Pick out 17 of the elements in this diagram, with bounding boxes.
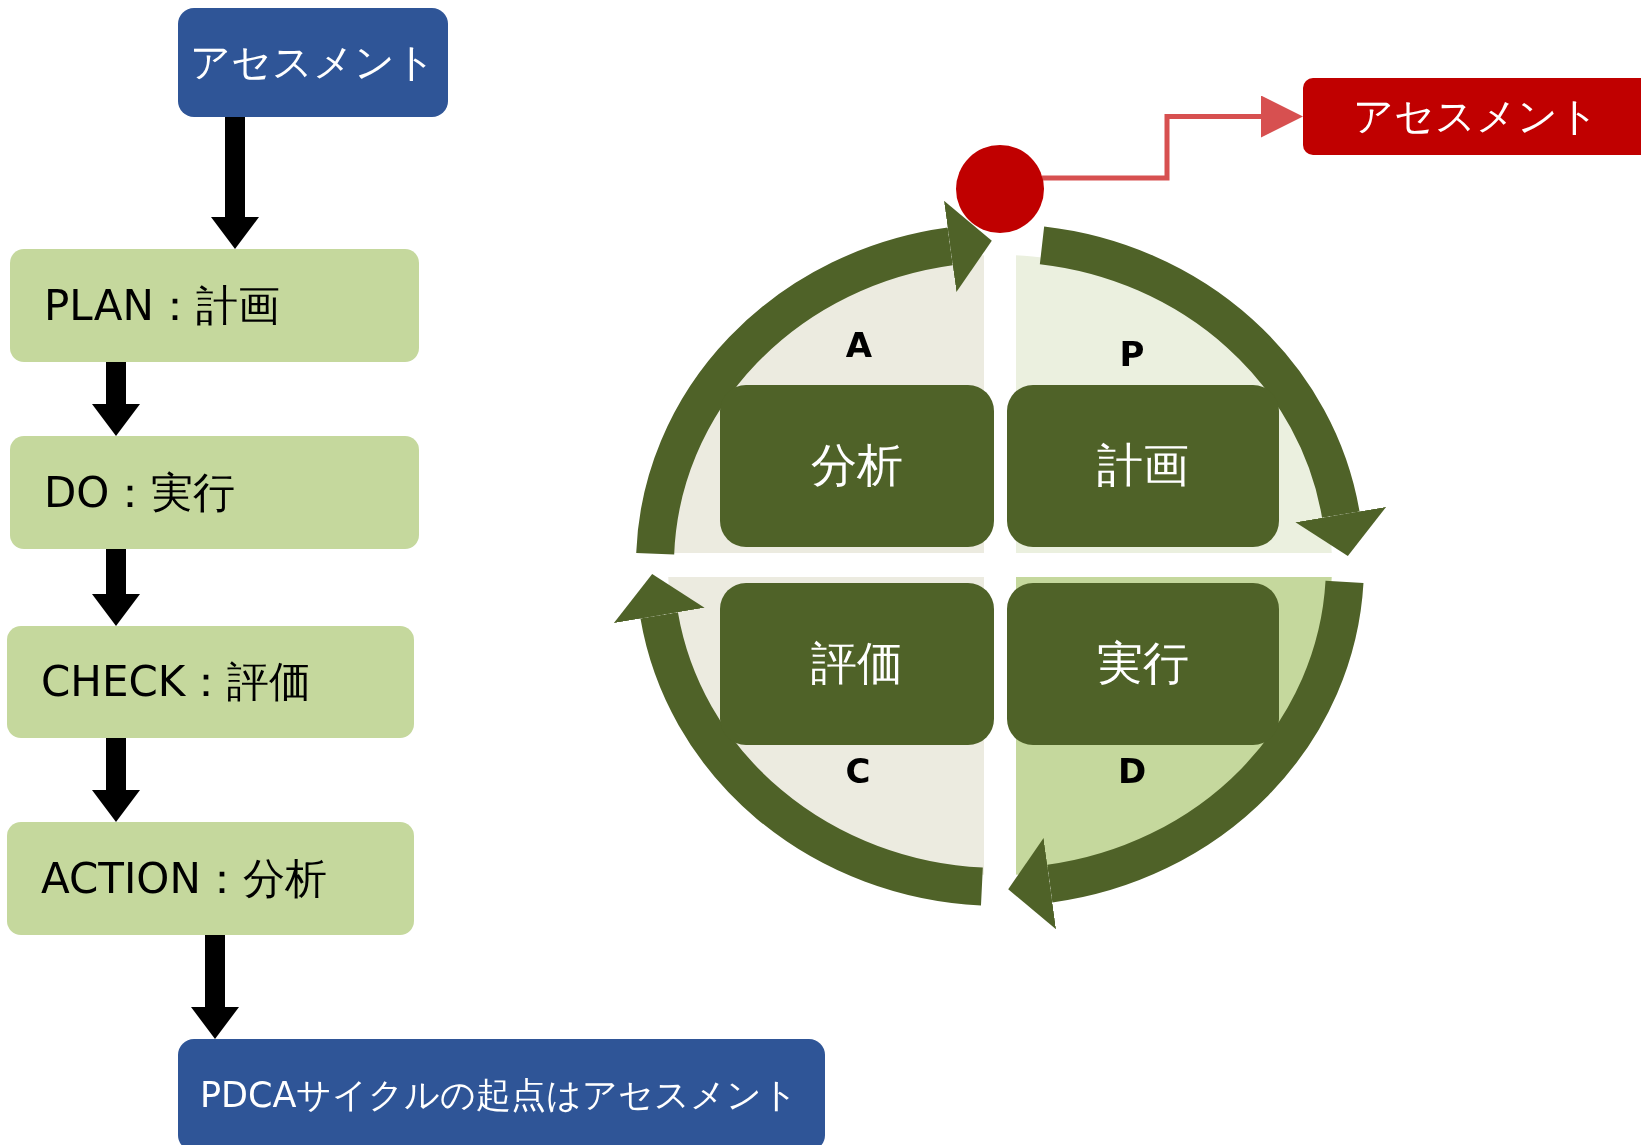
arrow xyxy=(191,935,239,1039)
phase-letter: P xyxy=(1119,337,1145,371)
arrow xyxy=(92,738,140,822)
arrow xyxy=(92,362,140,436)
phase-letter: D xyxy=(1117,754,1147,788)
title-box: アセスメント xyxy=(178,8,448,117)
summary-box: PDCAサイクルの起点はアセスメント xyxy=(178,1039,825,1145)
step-box: PLAN：計画 xyxy=(10,249,419,362)
assessment-box: アセスメント xyxy=(1303,78,1641,155)
arrow xyxy=(211,117,259,249)
step-box: CHECK：評価 xyxy=(7,626,414,738)
phase-letter: C xyxy=(845,754,871,788)
arrow xyxy=(1042,95,1303,181)
phase-letter: A xyxy=(845,328,873,362)
step-box: ACTION：分析 xyxy=(7,822,414,935)
step-box: DO：実行 xyxy=(10,436,419,549)
arrow xyxy=(92,549,140,626)
